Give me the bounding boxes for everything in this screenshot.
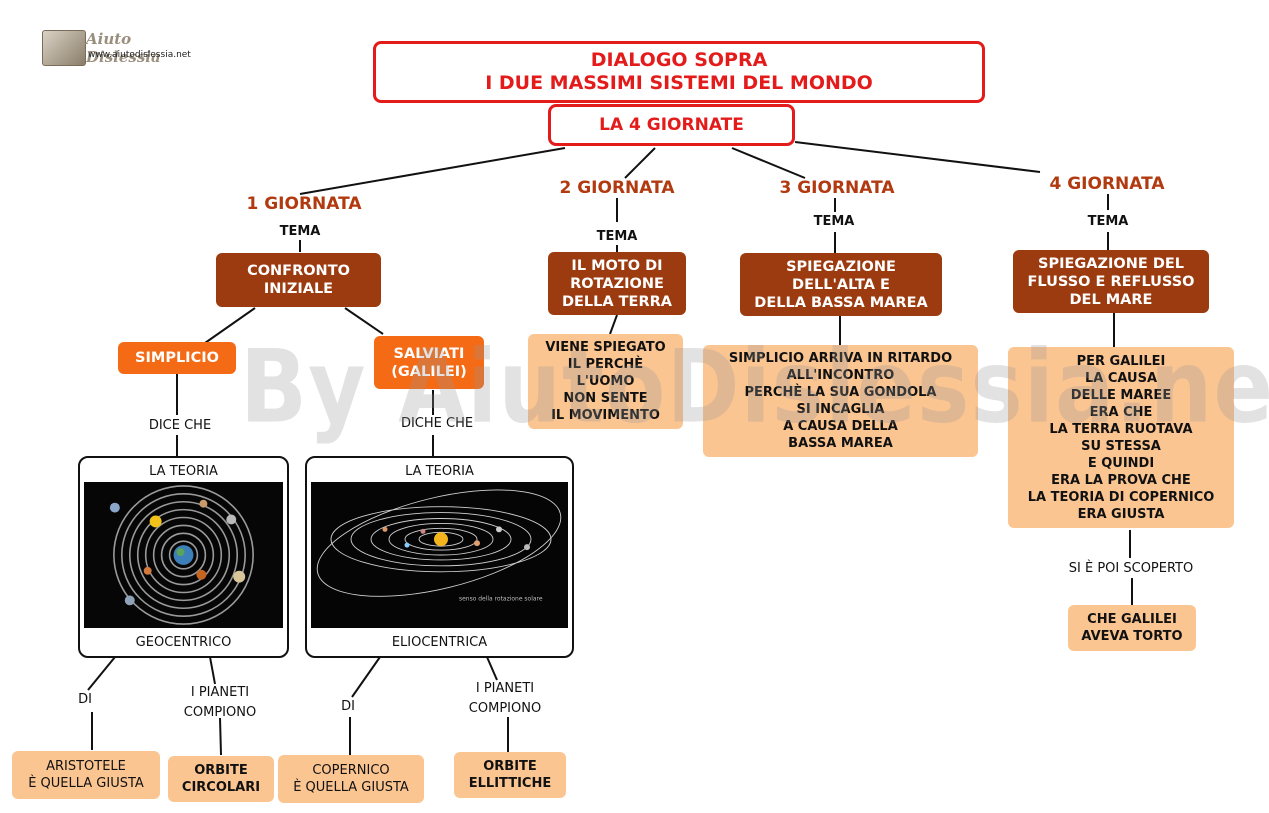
logo-url: www.aiutodislessia.net — [88, 50, 191, 60]
geo-right-connector: I PIANETI COMPIONO — [183, 685, 257, 720]
day-4-detail: PER GALILEI LA CAUSA DELLE MAREE ERA CHE… — [1008, 347, 1234, 528]
orbite-circolari-box: ORBITE CIRCOLARI — [168, 756, 274, 802]
day-3-label: 3 GIORNATA — [779, 178, 895, 198]
day-1-tema: TEMA — [279, 224, 321, 239]
day-4-conclusion: CHE GALILEI AVEVA TORTO — [1068, 605, 1196, 651]
day-4-topic: SPIEGAZIONE DEL FLUSSO E REFLUSSO DEL MA… — [1013, 250, 1209, 313]
day-1-label: 1 GIORNATA — [246, 194, 362, 214]
day-2-topic: IL MOTO DI ROTAZIONE DELLA TERRA — [548, 252, 686, 315]
heliocentric-theory-box: LA TEORIA senso della rotazione solare E… — [305, 456, 574, 658]
heliocentric-theory-name: ELIOCENTRICA — [391, 635, 488, 650]
heliocentric-image-caption: senso della rotazione solare — [459, 595, 543, 602]
aristotele-box: ARISTOTELE È QUELLA GIUSTA — [12, 751, 160, 799]
day-4-connector: SI È POI SCOPERTO — [1068, 561, 1194, 576]
day-2-tema: TEMA — [596, 229, 638, 244]
geocentric-theory-name: GEOCENTRICO — [135, 635, 232, 650]
helio-right-connector: I PIANETI COMPIONO — [468, 681, 542, 716]
book-icon — [42, 30, 86, 66]
helio-left-connector: DI — [341, 699, 355, 714]
day-4-label: 4 GIORNATA — [1049, 174, 1165, 194]
watermark: By AiutoDislessia.net — [240, 327, 1269, 446]
heliocentric-image: senso della rotazione solare — [311, 482, 568, 628]
orbite-ellittiche-box: ORBITE ELLITTICHE — [454, 752, 566, 798]
geo-left-connector: DI — [78, 692, 92, 707]
geocentric-theory-box: LA TEORIA GEOCENTRI — [78, 456, 289, 658]
day-3-topic: SPIEGAZIONE DELL'ALTA E DELLA BASSA MARE… — [740, 253, 942, 316]
day-2-detail: VIENE SPIEGATO IL PERCHÈ L'UOMO NON SENT… — [528, 334, 683, 429]
logo-name: Aiuto Dislessia — [86, 30, 161, 66]
day-3-tema: TEMA — [813, 214, 855, 229]
simplicio-connector: DICE CHE — [148, 418, 212, 433]
salviati-connector: DICHE CHE — [400, 416, 474, 431]
page-title: DIALOGO SOPRA I DUE MASSIMI SISTEMI DEL … — [373, 41, 985, 103]
copernico-box: COPERNICO È QUELLA GIUSTA — [278, 755, 424, 803]
day-4-tema: TEMA — [1087, 214, 1129, 229]
site-logo[interactable]: Aiuto Dislessia www.aiutodislessia.net — [42, 28, 202, 68]
day-2-label: 2 GIORNATA — [559, 178, 675, 198]
day-3-detail: SIMPLICIO ARRIVA IN RITARDO ALL'INCONTRO… — [703, 345, 978, 457]
heliocentric-theory-title: LA TEORIA — [405, 464, 474, 479]
geocentric-image — [84, 482, 283, 628]
day-1-topic: CONFRONTO INIZIALE — [216, 253, 381, 307]
subtitle-box: LA 4 GIORNATE — [548, 104, 795, 146]
geocentric-theory-title: LA TEORIA — [149, 464, 218, 479]
simplicio-box: SIMPLICIO — [118, 342, 236, 374]
salviati-box: SALVIATI (GALILEI) — [374, 336, 484, 389]
